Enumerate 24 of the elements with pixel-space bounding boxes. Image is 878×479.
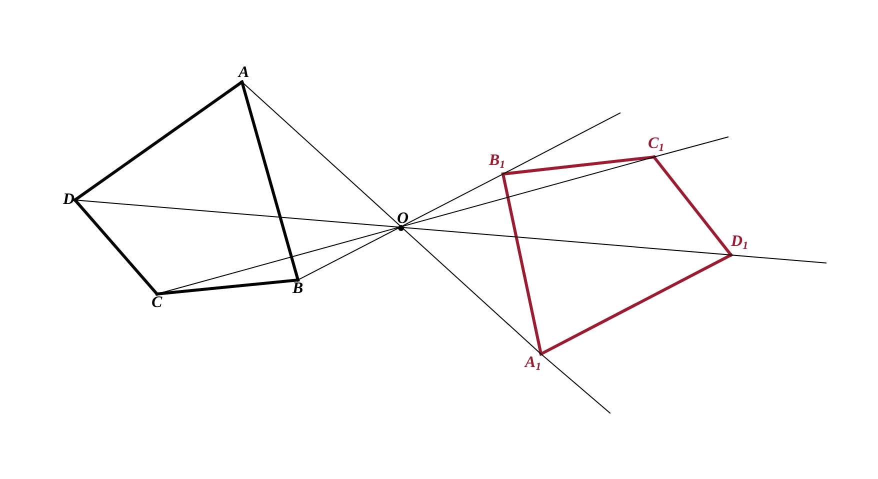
polygon-side	[652, 156, 732, 256]
construction-line	[540, 354, 610, 414]
point-label: B	[292, 280, 304, 298]
point-label: B$_{1}$	[489, 152, 506, 174]
point-label: D	[63, 191, 75, 209]
construction-line	[730, 254, 826, 264]
construction-line	[242, 82, 542, 354]
point-label: C	[152, 294, 162, 312]
polygon-side	[540, 254, 732, 356]
point-label: A	[238, 64, 250, 82]
polygon-side	[240, 80, 300, 282]
point-label: O	[397, 210, 409, 231]
polygon-side	[502, 172, 542, 356]
point-label: A$_{1}$	[525, 354, 542, 376]
construction-line	[74, 200, 732, 256]
polygon-side	[502, 156, 656, 176]
construction-line	[298, 174, 504, 280]
construction-line	[502, 112, 620, 174]
point-label: D$_{1}$	[731, 233, 748, 255]
polygon-side	[74, 198, 158, 296]
point-label: C$_{1}$	[648, 135, 664, 157]
polygon-side	[156, 278, 300, 296]
polygon-side	[74, 80, 244, 202]
construction-line	[654, 136, 728, 158]
